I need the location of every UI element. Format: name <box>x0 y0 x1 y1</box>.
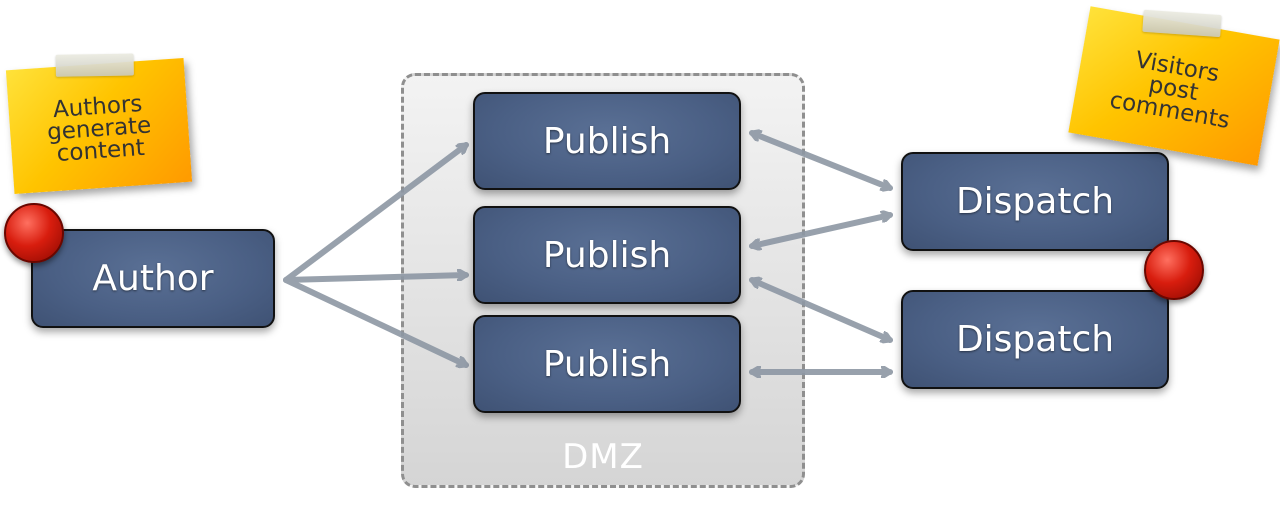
dispatch-node-label: Dispatch <box>955 319 1115 360</box>
author-node-label: Author <box>92 258 214 299</box>
pushpin-icon <box>4 203 64 263</box>
pushpin-icon <box>1144 240 1204 300</box>
publish-node-3: Publish <box>473 315 741 413</box>
tape-icon <box>55 53 134 77</box>
sticky-note-text: Authors generate content <box>46 90 153 167</box>
sticky-note-authors: Authors generate content <box>5 53 193 195</box>
dmz-label: DMZ <box>562 437 644 477</box>
author-node: Author <box>31 229 275 328</box>
dispatch-node-label: Dispatch <box>955 181 1115 222</box>
dispatch-node-2: Dispatch <box>901 290 1169 389</box>
publish-node-label: Publish <box>542 234 672 276</box>
publish-node-1: Publish <box>473 92 741 190</box>
tape-icon <box>1142 9 1222 38</box>
dispatch-node-1: Dispatch <box>901 152 1169 251</box>
sticky-note-text: Visitors post comments <box>1107 47 1232 134</box>
publish-node-label: Publish <box>542 343 672 385</box>
publish-node-label: Publish <box>542 120 672 162</box>
sticky-note-visitors: Visitors post comments <box>1068 6 1280 166</box>
publish-node-2: Publish <box>473 206 741 304</box>
